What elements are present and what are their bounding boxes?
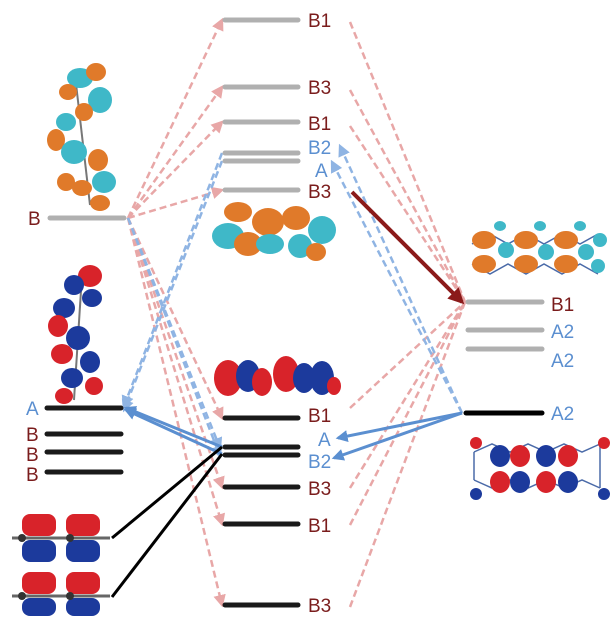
label-left-b-occ-2: B — [26, 445, 39, 466]
complex-levels — [222, 17, 301, 608]
label-complex-a-upper: A — [315, 161, 328, 182]
orbital-complex-lumo-image — [212, 202, 336, 261]
label-left-a-occ: A — [26, 399, 39, 420]
label-complex-b1-occ: B1 — [308, 516, 331, 537]
left-b-blue-connections — [121, 152, 224, 459]
label-left-b-occ-1: B — [26, 425, 39, 446]
orbital-left-bottom-image-2 — [12, 572, 110, 616]
left-fragment-levels — [44, 215, 127, 475]
label-right-a2-unocc-2: A2 — [551, 351, 574, 372]
label-complex-b1-upper: B1 — [308, 114, 331, 135]
orbital-right-unoccupied-image — [471, 221, 607, 275]
label-complex-b3-lumo: B3 — [308, 182, 331, 203]
label-complex-b1-top: B1 — [308, 11, 331, 32]
orbital-left-bottom-image-1 — [12, 514, 110, 562]
right-fragment-levels — [463, 299, 545, 416]
label-complex-b3-occ: B3 — [308, 479, 331, 500]
level-labels: B A B B B B1 B3 B1 B2 A B3 B1 A B2 B3 B1… — [26, 11, 574, 617]
label-complex-b3-upper: B3 — [308, 78, 331, 99]
label-right-b1-unocc: B1 — [551, 295, 574, 316]
orbital-left-occupied-image — [48, 265, 103, 404]
right-b1-connections — [348, 21, 467, 608]
label-complex-b1-homo: B1 — [308, 406, 331, 427]
label-complex-a-occ: A — [318, 430, 331, 451]
right-a2-up-connections — [330, 143, 464, 414]
label-complex-b2-occ: B2 — [308, 452, 331, 473]
orbital-connectors — [110, 445, 224, 598]
label-complex-b2-upper: B2 — [308, 138, 331, 159]
orbital-left-unoccupied-image — [47, 63, 116, 211]
label-right-a2-occ: A2 — [551, 404, 574, 425]
label-left-b-unocc: B — [28, 209, 41, 230]
label-right-a2-unocc-1: A2 — [551, 322, 574, 343]
label-complex-b3-bottom: B3 — [308, 596, 331, 617]
dominant-transition-arrow — [350, 190, 465, 305]
orbital-right-occupied-image — [470, 437, 610, 500]
solid-blue-arrows — [123, 406, 463, 461]
orbital-complex-homo-image — [214, 356, 341, 396]
label-left-b-occ-3: B — [26, 465, 39, 486]
